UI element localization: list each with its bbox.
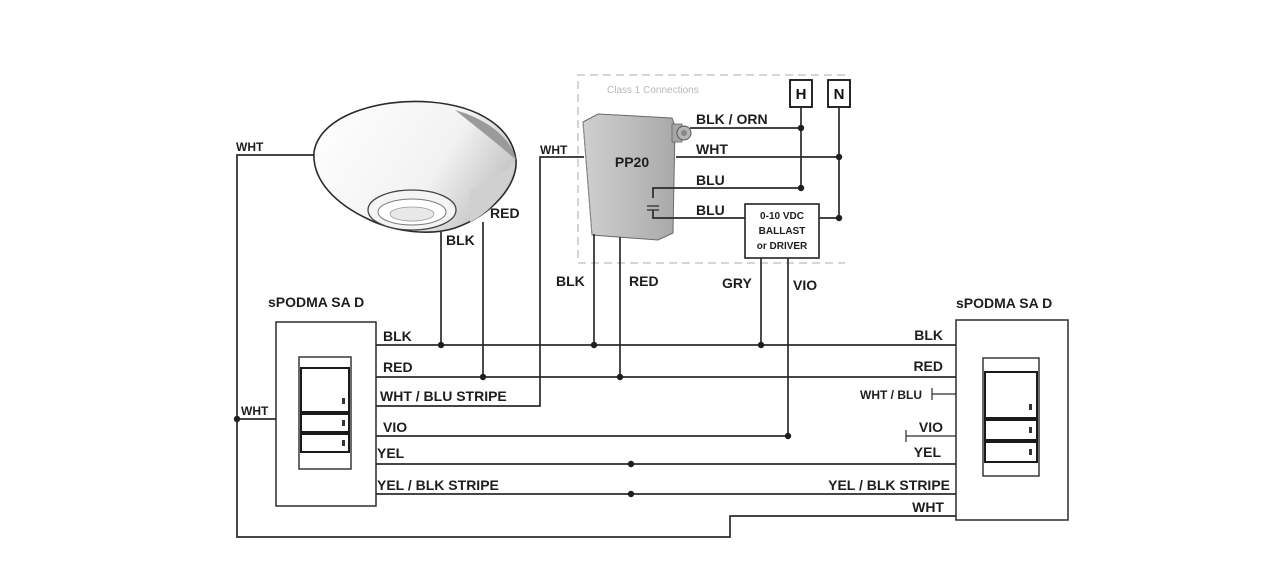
ceiling-sensor [313,100,517,233]
label-sensor-wht: WHT [236,140,264,154]
label-right-red: RED [913,358,943,374]
left-switch-title: sPODMA SA D [268,294,364,310]
class1-boundary: Class 1 Connections [577,74,845,264]
label-left-yel-blk: YEL / BLK STRIPE [377,477,499,493]
label-right-wht: WHT [912,499,944,515]
label-left-vio: VIO [383,419,407,435]
class1-label: Class 1 Connections [607,85,699,96]
label-pp20-red: RED [629,273,659,289]
label-left-red: RED [383,359,413,375]
label-left-wht-blu: WHT / BLU STRIPE [380,388,507,404]
label-pp20-blu-2: BLU [696,202,725,218]
hot-terminal: H [789,79,813,108]
label-ballast-vio: VIO [793,277,817,293]
label-pp20-wht: WHT [540,143,568,157]
label-right-yel: YEL [914,444,942,460]
label-left-wht: WHT [241,404,269,418]
label-sensor-blk: BLK [446,232,475,248]
label-left-blk: BLK [383,328,412,344]
hot-terminal-label: H [796,86,807,103]
label-right-vio: VIO [919,419,943,435]
neutral-terminal-label: N [834,86,845,103]
label-right-yel-blk: YEL / BLK STRIPE [828,477,950,493]
label-right-blk: BLK [914,327,943,343]
right-switch-title: sPODMA SA D [956,295,1052,311]
label-right-wht-blu: WHT / BLU [860,388,922,402]
left-switch: sPODMA SA D [268,294,377,507]
ballast-driver: 0-10 VDC BALLAST or DRIVER [744,203,820,259]
ballast-line3: or DRIVER [757,241,808,252]
neutral-terminal: N [827,79,851,108]
pp20-label: PP20 [615,154,649,170]
label-pp20-blk: BLK [556,273,585,289]
wire-labels: WHT BLK RED WHT BLK / ORN WHT BLU BLU BL… [236,111,950,515]
label-ballast-gry: GRY [722,275,752,291]
label-pp20-blu-1: BLU [696,172,725,188]
right-switch: sPODMA SA D [955,295,1069,521]
ballast-line1: 0-10 VDC [760,211,804,222]
label-pp20-wht-out: WHT [696,141,728,157]
label-left-yel: YEL [377,445,405,461]
splice-dots [233,124,843,498]
label-sensor-red: RED [490,205,520,221]
ballast-line2: BALLAST [759,226,806,237]
pp20-power-pack: PP20 [582,113,692,241]
label-pp20-blk-orn: BLK / ORN [696,111,768,127]
